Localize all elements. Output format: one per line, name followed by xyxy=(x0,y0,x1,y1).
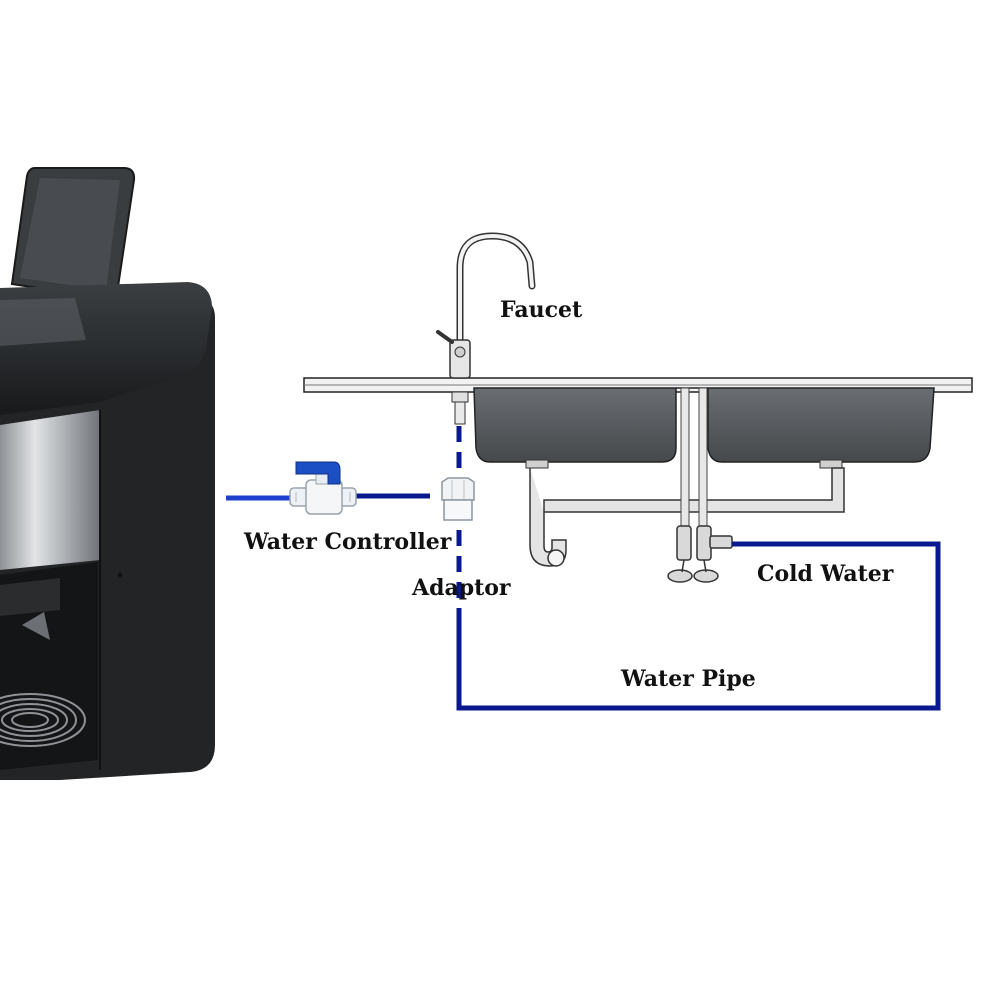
adaptor-fitting-icon xyxy=(441,477,475,521)
machine-steel-panel xyxy=(0,410,100,570)
adaptor-label: Adaptor xyxy=(412,575,511,601)
faucet-icon xyxy=(436,232,536,425)
valve-icon xyxy=(289,461,357,515)
ice-maker-machine xyxy=(0,167,215,780)
water-controller-label: Water Controller xyxy=(244,529,452,555)
right-basin xyxy=(707,387,935,463)
pipe-loop xyxy=(456,541,941,711)
cold-water-label: Cold Water xyxy=(757,561,894,587)
left-basin xyxy=(473,387,677,463)
drip-tray xyxy=(0,693,86,747)
shutoff-valve-icon xyxy=(667,525,733,583)
controller-handle xyxy=(295,461,341,485)
faucet-label: Faucet xyxy=(500,297,583,323)
water-pipe-label: Water Pipe xyxy=(621,666,756,692)
double-sink-icon xyxy=(473,387,935,567)
dispenser-recess xyxy=(0,562,98,770)
